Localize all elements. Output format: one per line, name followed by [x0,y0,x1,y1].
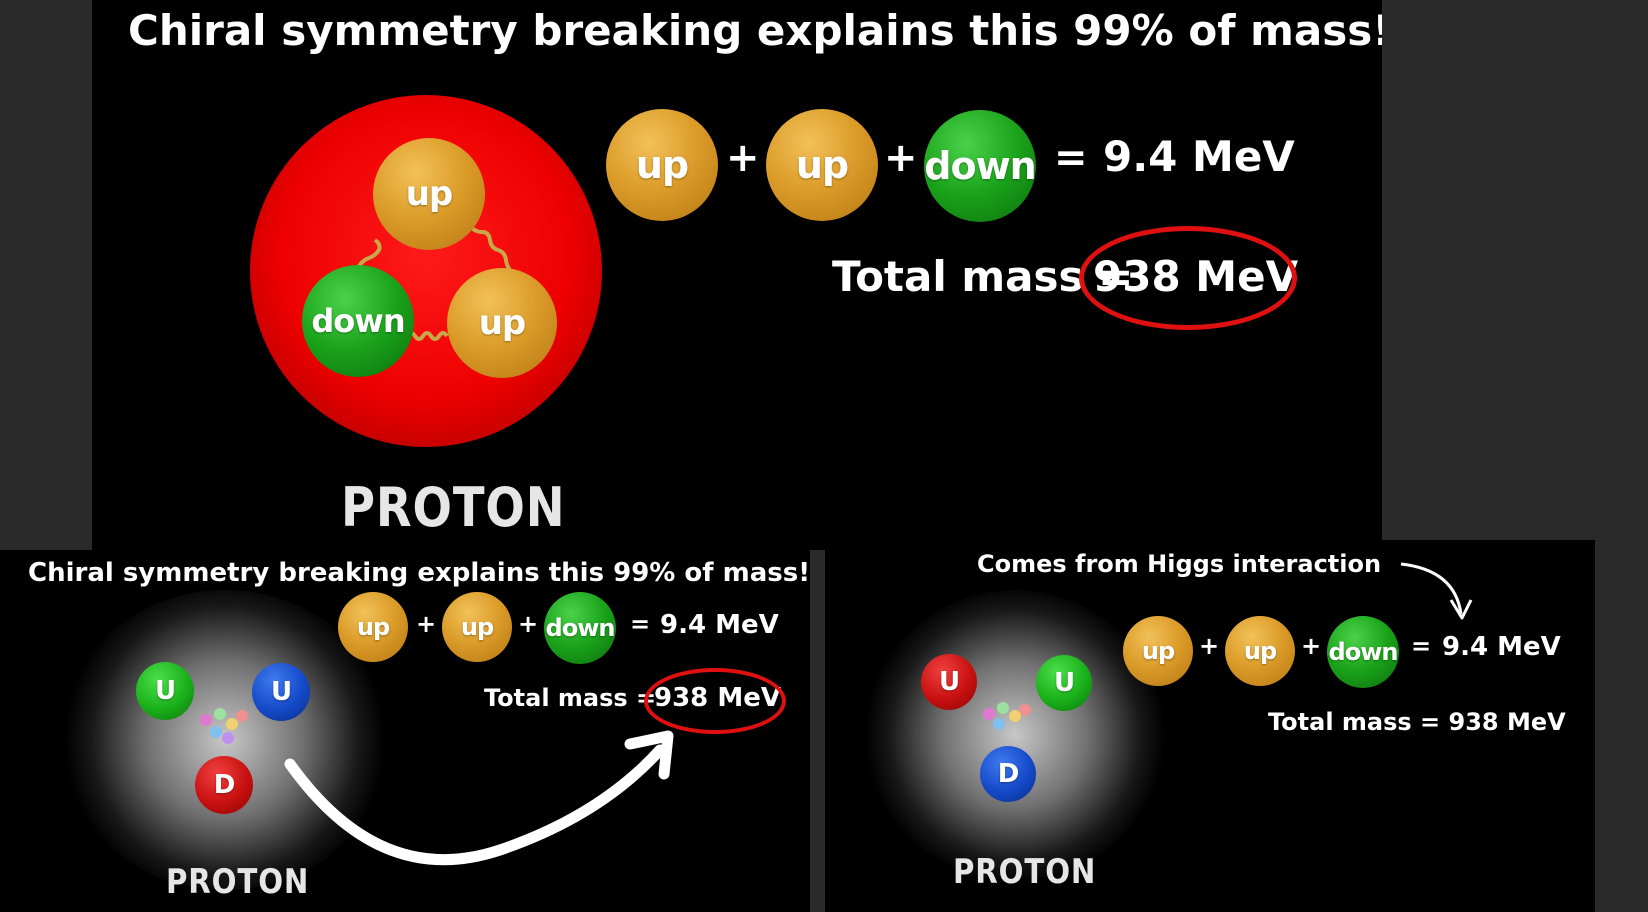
bl-eq-plus-1: + [416,610,437,638]
proton-quark-down: down [302,265,414,377]
bl-quark-u-left: U [136,662,194,720]
equation-equals: = [1054,135,1088,181]
bl-gluon-cluster [196,706,256,746]
bl-quark-d: D [195,756,253,814]
bl-proton-label: PROTON [166,862,310,902]
equation-plus-2: + [884,135,918,181]
bl-eq-quark-up-1: up [338,592,408,662]
equation-quark-down: down [924,110,1037,222]
bl-highlight-ring [644,668,786,734]
bl-eq-quark-down: down [544,592,616,664]
br-gluon-cluster [981,700,1037,736]
br-annotation: Comes from Higgs interaction [977,550,1382,578]
br-quark-u-right: U [1036,655,1092,711]
br-proton-glow [865,590,1165,880]
bl-curved-arrow [284,730,674,866]
bl-eq-plus-2: + [518,610,539,638]
br-eq-result: 9.4 MeV [1442,632,1561,662]
br-eq-quark-up-1: up [1123,616,1193,686]
br-annotation-arrow [1400,562,1473,620]
equation-plus-1: + [726,135,760,181]
bl-total-label: Total mass = [484,684,657,712]
proton-quark-up-right: up [447,268,557,378]
bl-eq-result: 9.4 MeV [660,610,779,640]
br-quark-d: D [980,746,1036,802]
br-proton-label: PROTON [953,852,1097,892]
bl-eq-quark-up-2: up [442,592,512,662]
br-quark-u-left: U [921,654,977,710]
proton-quark-up-top: up [373,138,485,250]
br-eq-plus-1: + [1199,632,1220,660]
br-eq-quark-down: down [1327,616,1399,688]
bl-headline: Chiral symmetry breaking explains this 9… [28,558,810,588]
br-eq-quark-up-2: up [1225,616,1295,686]
bottom-right-panel: Comes from Higgs interaction U U D PROTO… [825,540,1595,912]
equation-result: 9.4 MeV [1103,132,1295,181]
bl-eq-equals: = [630,610,651,638]
br-eq-equals: = [1411,632,1432,660]
br-total-mass: Total mass = 938 MeV [1268,708,1566,736]
highlight-ring [1079,226,1297,330]
equation-quark-up-1: up [606,109,718,221]
bottom-left-panel: Chiral symmetry breaking explains this 9… [0,550,810,912]
top-headline: Chiral symmetry breaking explains this 9… [128,6,1382,55]
proton-label: PROTON [341,476,566,539]
br-eq-plus-2: + [1301,632,1322,660]
bl-quark-u-right: U [252,663,310,721]
equation-quark-up-2: up [766,109,878,221]
top-panel: Chiral symmetry breaking explains this 9… [92,0,1382,550]
